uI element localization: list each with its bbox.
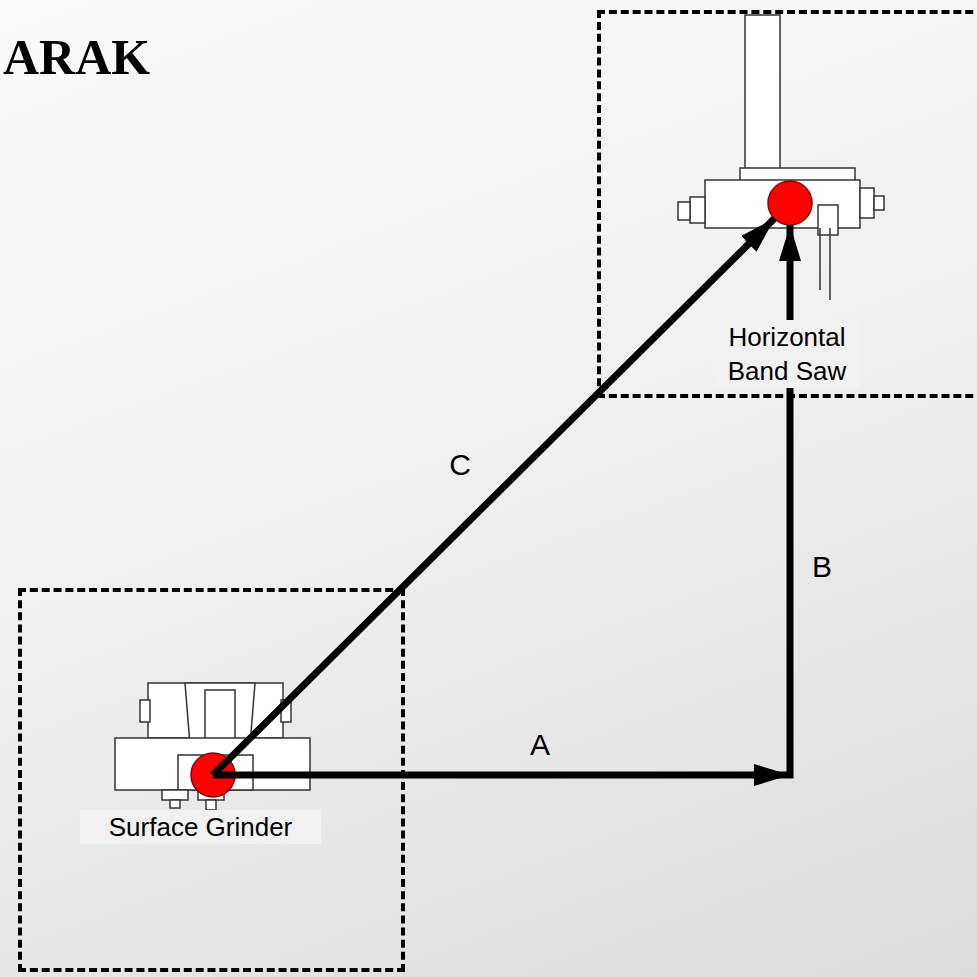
saw-blade-guide	[818, 205, 838, 235]
machine-area: Horizontal Band Saw	[597, 10, 977, 398]
grinder-knob	[170, 800, 180, 808]
saw-leg	[829, 228, 831, 300]
flow-arrow	[213, 218, 774, 775]
surface-grinder-drawing	[115, 683, 310, 810]
title-text: ARAK	[3, 28, 150, 86]
grinder-knob	[162, 790, 188, 800]
grinder-head	[185, 683, 255, 745]
station-dot	[768, 181, 812, 225]
route-letter: B	[812, 550, 832, 584]
grinder-knob	[206, 800, 216, 810]
saw-handle	[678, 202, 690, 220]
arrowhead	[754, 764, 790, 786]
route-letter: C	[449, 448, 471, 482]
band-saw-drawing	[678, 15, 884, 300]
route-letter: A	[530, 728, 550, 762]
saw-vise	[690, 197, 705, 223]
saw-guard	[874, 196, 884, 210]
grinder-wheel-guard	[205, 690, 235, 740]
grinder-handwheel	[140, 700, 150, 722]
machine-label: Horizontal Band Saw	[714, 320, 860, 388]
flow-arrow	[213, 225, 790, 775]
saw-guard	[860, 188, 874, 218]
saw-post	[745, 15, 780, 180]
machine-area: Surface Grinder	[18, 588, 405, 972]
machine-label: Surface Grinder	[80, 810, 321, 844]
saw-leg	[819, 228, 821, 290]
